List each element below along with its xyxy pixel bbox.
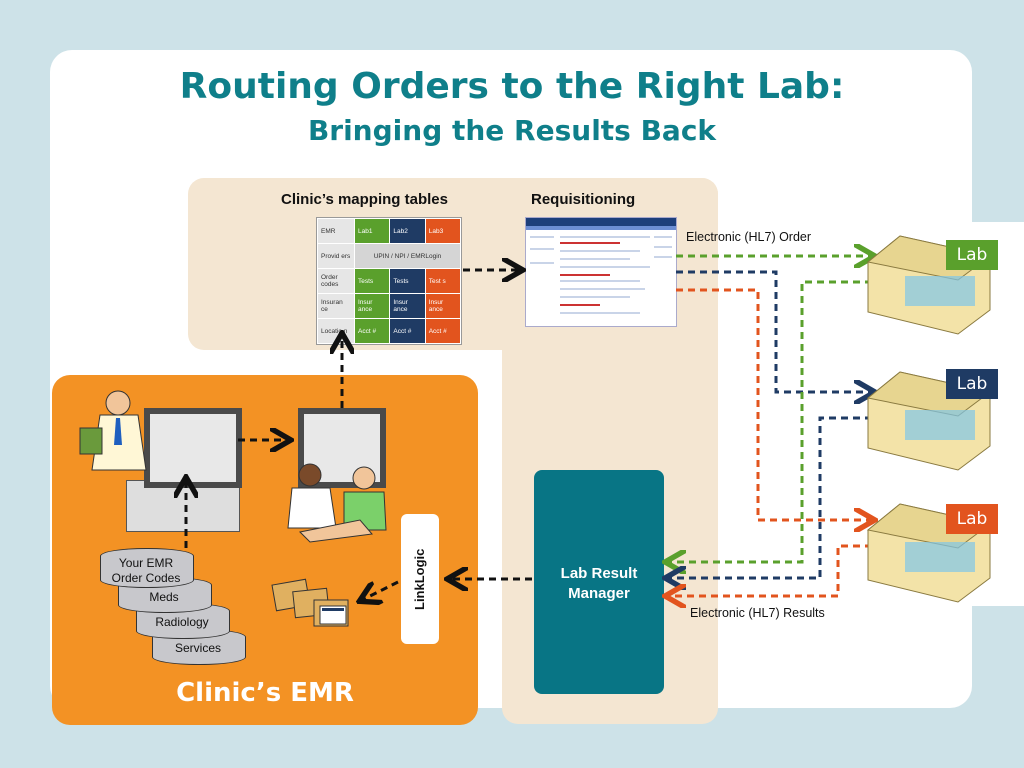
meds-label: Meds bbox=[149, 590, 179, 604]
hl7-order-label: Electronic (HL7) Order bbox=[686, 230, 812, 244]
patient-nurse-icon bbox=[287, 463, 387, 543]
table-row-label: Insuran ce bbox=[318, 294, 354, 318]
services-label: Services bbox=[174, 641, 221, 655]
lab-tag-1: Lab bbox=[946, 240, 998, 270]
table-header-cell: Lab2 bbox=[390, 219, 425, 243]
result-arrow-lab2 bbox=[668, 416, 872, 578]
mapping-table: EMR Lab1 Lab2 Lab3 Provid ers UPIN / NPI… bbox=[316, 217, 462, 345]
table-cell: Test s bbox=[425, 269, 460, 293]
table-row-label: Order codes bbox=[318, 269, 354, 293]
title-line-2: Bringing the Results Back bbox=[307, 114, 717, 147]
clinic-emr-label: Clinic’s EMR bbox=[176, 678, 354, 708]
table-cell: Insur ance bbox=[390, 294, 425, 318]
hl7-results-label: Electronic (HL7) Results bbox=[690, 606, 825, 620]
result-arrow-lab3 bbox=[668, 544, 872, 596]
table-header-cell: EMR bbox=[318, 219, 354, 243]
radiology-label: Radiology bbox=[155, 615, 209, 629]
lab-building-icon-3 bbox=[866, 503, 992, 603]
arrow-linklogic-to-folders bbox=[362, 580, 399, 600]
mapping-tables-header: Clinic’s mapping tables bbox=[281, 191, 448, 208]
order-codes-label-1: Your EMR bbox=[118, 556, 174, 570]
requisition-form-thumbnail bbox=[525, 217, 677, 327]
title-line-1: Routing Orders to the Right Lab: bbox=[179, 66, 845, 107]
emr-screen-back bbox=[126, 480, 240, 532]
lab-result-manager-label: Lab Result Manager bbox=[534, 564, 664, 604]
order-codes-label-2: Order Codes bbox=[111, 571, 181, 585]
table-row-label: Provid ers bbox=[318, 244, 354, 268]
clinician-figure-icon bbox=[79, 390, 147, 471]
table-cell: UPIN / NPI / EMRLogin bbox=[355, 244, 460, 268]
result-arrow-lab1 bbox=[668, 280, 872, 562]
table-cell: Acct # bbox=[425, 319, 460, 343]
lab-tag-3: Lab bbox=[946, 504, 998, 534]
lrm-line-2: Manager bbox=[568, 585, 630, 602]
lab-result-manager-box bbox=[534, 470, 664, 694]
lab-tag-2: Lab bbox=[946, 369, 998, 399]
table-cell: Tests bbox=[355, 269, 390, 293]
order-arrow-lab2 bbox=[676, 270, 872, 392]
linklogic-box bbox=[401, 514, 439, 644]
table-cell: Acct # bbox=[355, 319, 390, 343]
order-codes-database-icon bbox=[100, 548, 194, 588]
table-cell: Tests bbox=[390, 269, 425, 293]
table-cell: Insur ance bbox=[355, 294, 390, 318]
report-folders-icon bbox=[271, 578, 349, 627]
table-cell: Acct # bbox=[390, 319, 425, 343]
order-arrow-lab3 bbox=[676, 288, 872, 520]
table-header-cell: Lab1 bbox=[355, 219, 390, 243]
lrm-line-1: Lab Result bbox=[560, 565, 638, 582]
table-cell: Insur ance bbox=[425, 294, 460, 318]
requisitioning-header: Requisitioning bbox=[531, 191, 636, 208]
table-header-cell: Lab3 bbox=[425, 219, 460, 243]
